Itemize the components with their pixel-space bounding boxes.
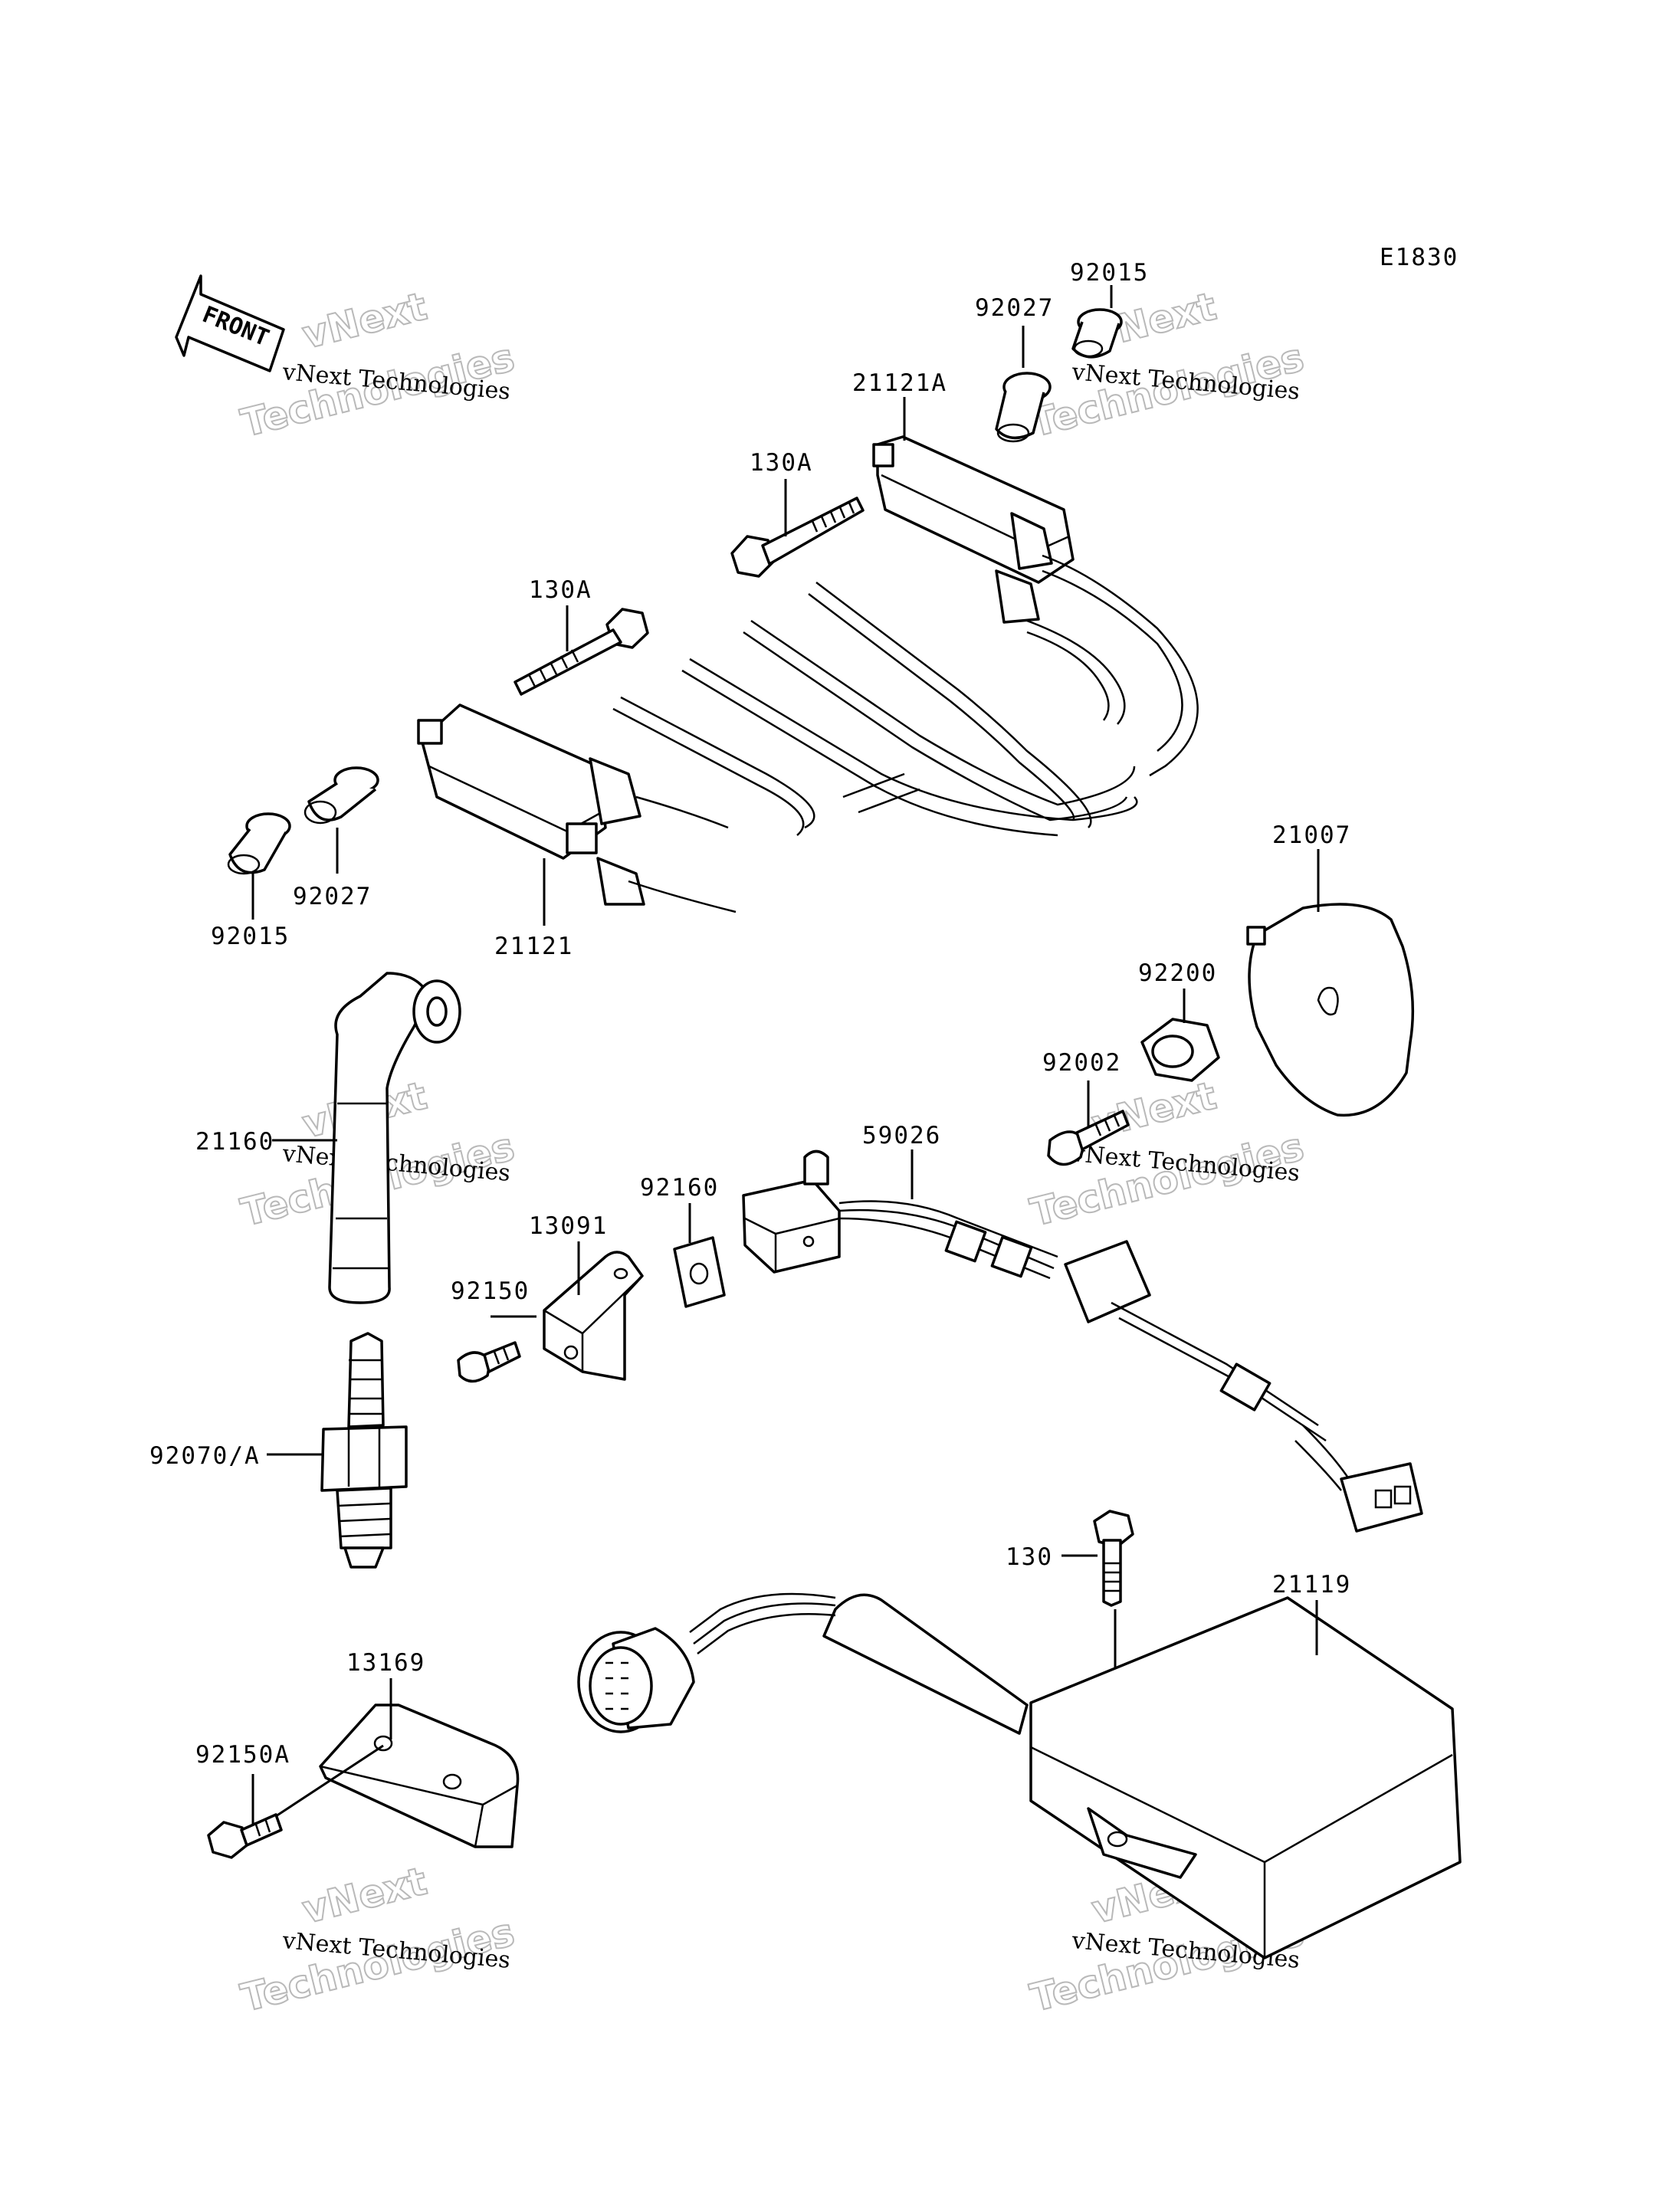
label-92015-left: 92015 bbox=[211, 923, 290, 950]
label-92160: 92160 bbox=[640, 1174, 719, 1202]
bolt-130 bbox=[1093, 1510, 1134, 1607]
svg-text:vNext: vNext bbox=[298, 284, 431, 358]
bolt-92150 bbox=[457, 1341, 521, 1383]
label-59026: 59026 bbox=[862, 1122, 941, 1149]
bolt-130A-middle bbox=[514, 608, 649, 696]
label-21007: 21007 bbox=[1272, 821, 1351, 849]
watermark-bottom-left: vNext Technologies vNext Technologies bbox=[236, 1858, 520, 2022]
collar-92027-top bbox=[995, 372, 1052, 443]
label-130A-top: 130A bbox=[750, 449, 813, 477]
collar-92015-left bbox=[227, 812, 291, 875]
pickup-coil-59026 bbox=[742, 1149, 1423, 1533]
spark-plug-cap-21160 bbox=[328, 972, 461, 1304]
label-92002: 92002 bbox=[1042, 1049, 1121, 1077]
label-92070A: 92070/A bbox=[149, 1442, 261, 1470]
label-21121: 21121 bbox=[494, 933, 573, 960]
bolt-130A-top bbox=[730, 497, 865, 578]
watermark-top-left: vNext Technologies vNext Technologies bbox=[236, 284, 520, 447]
front-arrow-icon: FRONT bbox=[175, 274, 285, 372]
label-92015-top: 92015 bbox=[1070, 259, 1149, 287]
timing-plate-21007 bbox=[1246, 903, 1415, 1117]
nut-92200 bbox=[1140, 1018, 1220, 1082]
plate-92160 bbox=[673, 1236, 726, 1308]
bracket-13169 bbox=[319, 1703, 520, 1848]
label-21121A: 21121A bbox=[852, 369, 947, 397]
label-92150A: 92150A bbox=[195, 1741, 290, 1769]
diagram-code: E1830 bbox=[1380, 244, 1459, 271]
label-92150: 92150 bbox=[451, 1277, 530, 1305]
collar-92015-top bbox=[1071, 308, 1123, 359]
igniter-21119 bbox=[577, 1592, 1462, 1959]
bracket-13091 bbox=[543, 1251, 644, 1381]
label-13169: 13169 bbox=[346, 1649, 425, 1677]
spark-plug-92070A bbox=[320, 1332, 408, 1569]
ignition-coil-21121A bbox=[872, 435, 1075, 624]
collar-92027-left bbox=[304, 766, 379, 825]
watermark-top-right: vNext Technologies vNext Technologies bbox=[1025, 284, 1309, 447]
ignition-coil-21121 bbox=[417, 703, 737, 913]
svg-text:vNext: vNext bbox=[298, 1859, 431, 1933]
label-92027-top: 92027 bbox=[975, 294, 1054, 322]
label-21119: 21119 bbox=[1272, 1571, 1351, 1599]
label-92200: 92200 bbox=[1138, 959, 1217, 987]
label-13091: 13091 bbox=[529, 1212, 608, 1240]
bolt-92002 bbox=[1047, 1110, 1130, 1166]
bolt-92150A bbox=[207, 1813, 283, 1859]
label-130: 130 bbox=[1006, 1543, 1053, 1571]
label-92027-left: 92027 bbox=[293, 883, 372, 910]
high-tension-cables bbox=[612, 554, 1199, 837]
label-130A-middle: 130A bbox=[529, 576, 592, 604]
label-21160: 21160 bbox=[195, 1128, 274, 1156]
